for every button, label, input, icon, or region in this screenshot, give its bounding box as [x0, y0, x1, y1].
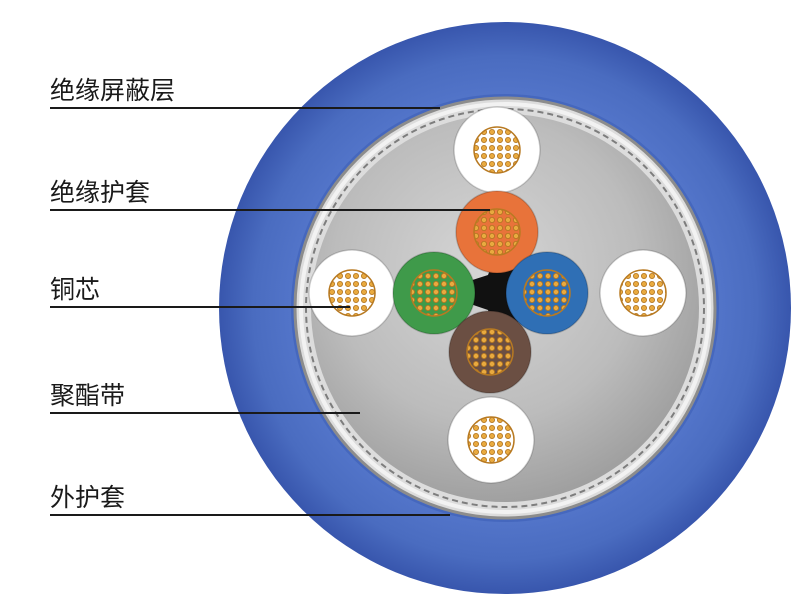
- core-white-left-copper-conductor: [328, 269, 376, 317]
- core-brown-copper-conductor: [466, 328, 514, 376]
- core-green: [392, 251, 476, 335]
- label-outer-sheath: 外护套: [50, 483, 126, 512]
- core-orange-copper-conductor: [473, 208, 521, 256]
- core-orange: [455, 190, 539, 274]
- label-polyester-tape: 聚酯带: [50, 381, 126, 410]
- core-white-right-copper-conductor: [619, 269, 667, 317]
- core-white-left: [308, 249, 396, 337]
- core-blue: [505, 251, 589, 335]
- label-shield-layer: 绝缘屏蔽层: [50, 76, 176, 105]
- label-insulation-sheath: 绝缘护套: [50, 178, 151, 207]
- core-white-bottom-copper-conductor: [467, 416, 515, 464]
- core-white-bottom: [447, 396, 535, 484]
- core-blue-copper-conductor: [523, 269, 571, 317]
- core-green-copper-conductor: [410, 269, 458, 317]
- core-white-right: [599, 249, 687, 337]
- core-white-top: [453, 106, 541, 194]
- center-cross-separator: [435, 230, 575, 360]
- core-brown: [448, 310, 532, 394]
- label-copper-core: 铜芯: [50, 275, 101, 304]
- core-white-top-copper-conductor: [473, 126, 521, 174]
